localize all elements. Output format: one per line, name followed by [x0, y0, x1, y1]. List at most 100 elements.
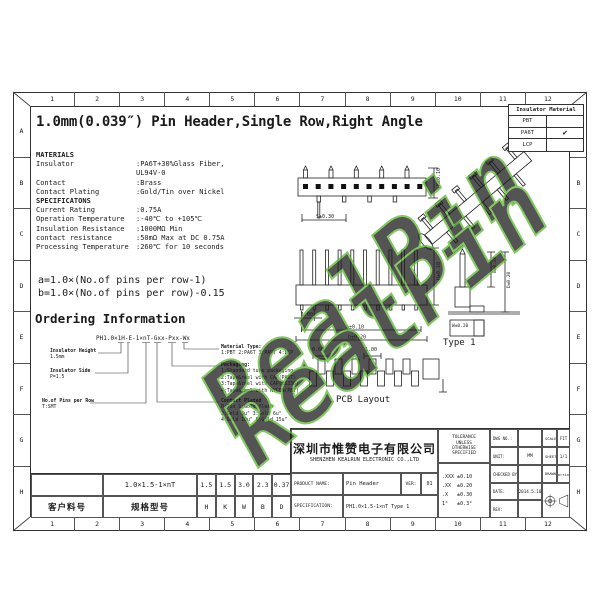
- table-row: LCP: [509, 139, 583, 151]
- side-view-label: Type 1: [443, 338, 476, 348]
- zone-letter: F: [570, 364, 587, 415]
- checked-by-label: CHECKED BY:: [490, 465, 518, 483]
- callout-option: 2:Gold 3u" 3:Gold 6u": [221, 411, 282, 417]
- dim-pcb-2: 1.00: [365, 347, 377, 353]
- table-cell: H: [197, 496, 216, 518]
- zone-letter: D: [570, 261, 587, 312]
- projection-symbol-icon: [542, 483, 570, 518]
- zone-number: 4: [165, 517, 211, 531]
- zone-number: 5: [210, 92, 256, 106]
- zone-number: 4: [165, 92, 211, 106]
- zone-letter: G: [13, 415, 30, 467]
- zone-number: 8: [346, 517, 391, 531]
- tolerance-line: .X ±0.30: [442, 491, 473, 498]
- material-name: PBT: [509, 116, 547, 127]
- material-name: LCP: [509, 139, 547, 151]
- zone-number: 7: [300, 517, 346, 531]
- zone-number: 12: [543, 95, 552, 103]
- section-heading: MATERIALS: [36, 151, 74, 159]
- spec-value: :50mΩ Max at DC 0.75A: [136, 233, 225, 242]
- dwg-no-value: [518, 429, 542, 447]
- zone-letter: F: [13, 364, 30, 415]
- callout-detail: T:SMT: [42, 405, 57, 411]
- rev-value: [518, 500, 542, 518]
- dim-side-w: W±0.20: [452, 323, 469, 329]
- zone-letter: B: [570, 158, 587, 209]
- table-cell: D: [272, 496, 291, 518]
- product-name-label: PRODUCT NAME:: [291, 473, 343, 495]
- table-cell: 0.37: [272, 474, 291, 496]
- spec-value: :1000MΩ Min: [136, 224, 183, 233]
- spec-label: contact resistance: [36, 233, 112, 242]
- dim-pcb-1: 0.60: [312, 347, 324, 353]
- callout-contact-plated: Contact Plated 0:Tin 1:Gold flash 2:Gold…: [221, 399, 287, 425]
- spec-value: :-40℃ to +105℃: [136, 215, 203, 224]
- zone-letter: D: [13, 261, 30, 312]
- date-label: DATE:: [490, 483, 518, 500]
- spec-value: :260℃ for 10 seconds: [136, 242, 224, 251]
- rev-label: REV:: [490, 500, 518, 518]
- date-value: 2014.5.10: [518, 483, 542, 500]
- table-cell: 3.0: [234, 474, 254, 496]
- zone-number: 6: [255, 92, 301, 106]
- callout-title: Packaging:: [221, 363, 250, 368]
- tolerance-line: .XX ±0.20: [442, 482, 473, 489]
- specification-label: SPECIFICATION:: [291, 495, 343, 518]
- zone-letter: C: [570, 209, 587, 261]
- zone-number: 8: [346, 92, 391, 106]
- zone-number: 1: [30, 92, 76, 106]
- checked-by-value: [518, 465, 542, 483]
- tolerance-title-line: SPECIFIED: [452, 451, 476, 457]
- callout-option: 1:Standard tube packaging: [221, 369, 294, 375]
- ordering-heading: Ordering Information: [35, 311, 186, 326]
- callout-option: 4:Tape&reel with NYLON(PBT): [221, 388, 299, 394]
- spec-model-value: 1.0×1.5-1×nT: [103, 474, 197, 496]
- callout-option: 0:Tin 1:Gold flash: [221, 405, 273, 411]
- callout-detail: 1.5mm: [50, 355, 65, 361]
- zone-letter: B: [13, 158, 30, 209]
- sheet-label: SHEET:: [542, 447, 557, 465]
- spec-label: Contact: [36, 178, 66, 187]
- technical-views: S±0.30 K±0.10 1.00 a±0.10 b±0.20 H±0.10 …: [294, 142, 533, 405]
- spec-label: Insulation Resistance: [36, 224, 125, 233]
- drawn-by-label: DRAWN BY:: [542, 465, 557, 483]
- zone-number: 2: [75, 92, 121, 106]
- zone-number: 11: [481, 92, 526, 106]
- callout-title: Insulator Height: [50, 349, 97, 354]
- zone-number: 10: [436, 517, 481, 531]
- zone-number: 10: [436, 92, 481, 106]
- callout-material-type: Material Type: 1:PBT 2:PA6T 3:PA9T 4:LCP: [221, 345, 293, 358]
- dim-front-pitch: 1.00: [301, 312, 313, 318]
- dim-front-b: b±0.20: [348, 335, 366, 341]
- spec-model-label: 规格型号: [103, 496, 197, 518]
- callout-option: 3:Tape&reel with CAP(DS33G): [221, 382, 299, 388]
- formula-b: b=1.0×(No.of pins per row)-0.15: [38, 288, 225, 299]
- drawn-by-value: Morring: [557, 465, 570, 483]
- zone-number: 9: [391, 517, 436, 531]
- zone-number: 9: [391, 92, 436, 106]
- table-row: PBT: [509, 116, 583, 128]
- callout-title: Insulator Side: [50, 369, 91, 374]
- table-cell: W: [234, 496, 254, 518]
- page-title: 1.0mm(0.039″) Pin Header,Single Row,Righ…: [36, 114, 423, 130]
- table-row: PA6T✔: [509, 127, 583, 140]
- insulator-material-title: Insulator Material: [509, 105, 583, 116]
- zone-letter: A: [13, 106, 30, 158]
- product-name-value: Pin Header: [343, 473, 401, 495]
- zone-letter: G: [570, 415, 587, 467]
- table-cell: 1.5: [215, 474, 235, 496]
- tolerance-values: .XXX ±0.10 .XX ±0.20 .X ±0.30 1° ±0.3°: [438, 463, 490, 518]
- tolerance-title-line: TOLERANCE: [452, 435, 476, 441]
- zone-number: 12: [543, 520, 552, 528]
- ordering-part-number: PH1.0×1H-E-1×nT-Gxx-Pxx-Wx: [96, 335, 190, 342]
- callout-packaging: Packaging: 1:Standard tube packaging 2:T…: [221, 363, 299, 395]
- zone-number: 3: [120, 92, 166, 106]
- zone-number: 1: [30, 517, 76, 531]
- ordering-callout-lines: [90, 342, 219, 404]
- dim-front-h: H±0.10: [436, 262, 442, 280]
- dim-side-b: B±0.20: [492, 256, 498, 273]
- unit-label: UNIT:: [490, 447, 518, 465]
- pcb-layout-label: PCB Layout: [336, 395, 390, 405]
- table-cell: 2.3: [253, 474, 273, 496]
